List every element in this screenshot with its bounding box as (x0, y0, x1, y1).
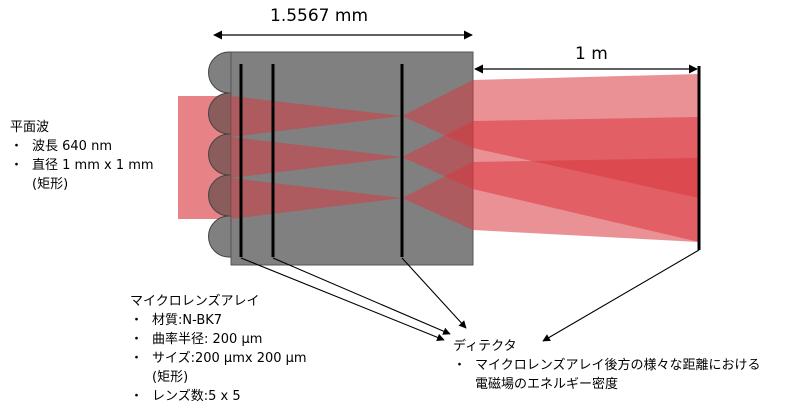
lens-array-description: マイクロレンズアレイ ・材質:N-BK7 ・曲率半径: 200 μm ・サイズ:… (130, 292, 307, 406)
detector-item-continued: 電磁場のエネルギー密度 (475, 377, 619, 392)
detector-description: ディテクタ ・マイクロレンズアレイ後方の様々な距離における 電磁場のエネルギー密… (453, 337, 760, 394)
microlens (208, 215, 232, 258)
length-label: 1.5567 mm (270, 6, 369, 26)
source-item: ・直径 1 mm x 1 mm (10, 158, 154, 173)
detector-item: ・マイクロレンズアレイ後方の様々な距離における (453, 358, 761, 373)
microlens-array (208, 51, 232, 258)
lens-array-item: ・サイズ:200 μmx 200 μm (130, 351, 307, 366)
lens-array-item: ・材質:N-BK7 (130, 313, 223, 328)
lens-array-note: (矩形) (152, 370, 189, 385)
detector-title: ディテクタ (453, 339, 517, 354)
microlens (208, 51, 232, 94)
source-note: (矩形) (32, 177, 69, 192)
source-description: 平面波 ・波長 640 nm ・直径 1 mm x 1 mm (矩形) (10, 118, 154, 194)
lens-array-title: マイクロレンズアレイ (130, 294, 260, 309)
beams-to-detector (473, 74, 699, 242)
lens-array-item: ・曲率半径: 200 μm (130, 332, 263, 347)
lens-array-item: ・レンズ数:5 x 5 (130, 389, 241, 404)
detector-pointer-arrows (240, 249, 700, 342)
distance-label: 1 m (575, 44, 608, 64)
source-item: ・波長 640 nm (10, 139, 112, 154)
source-title: 平面波 (10, 120, 50, 135)
